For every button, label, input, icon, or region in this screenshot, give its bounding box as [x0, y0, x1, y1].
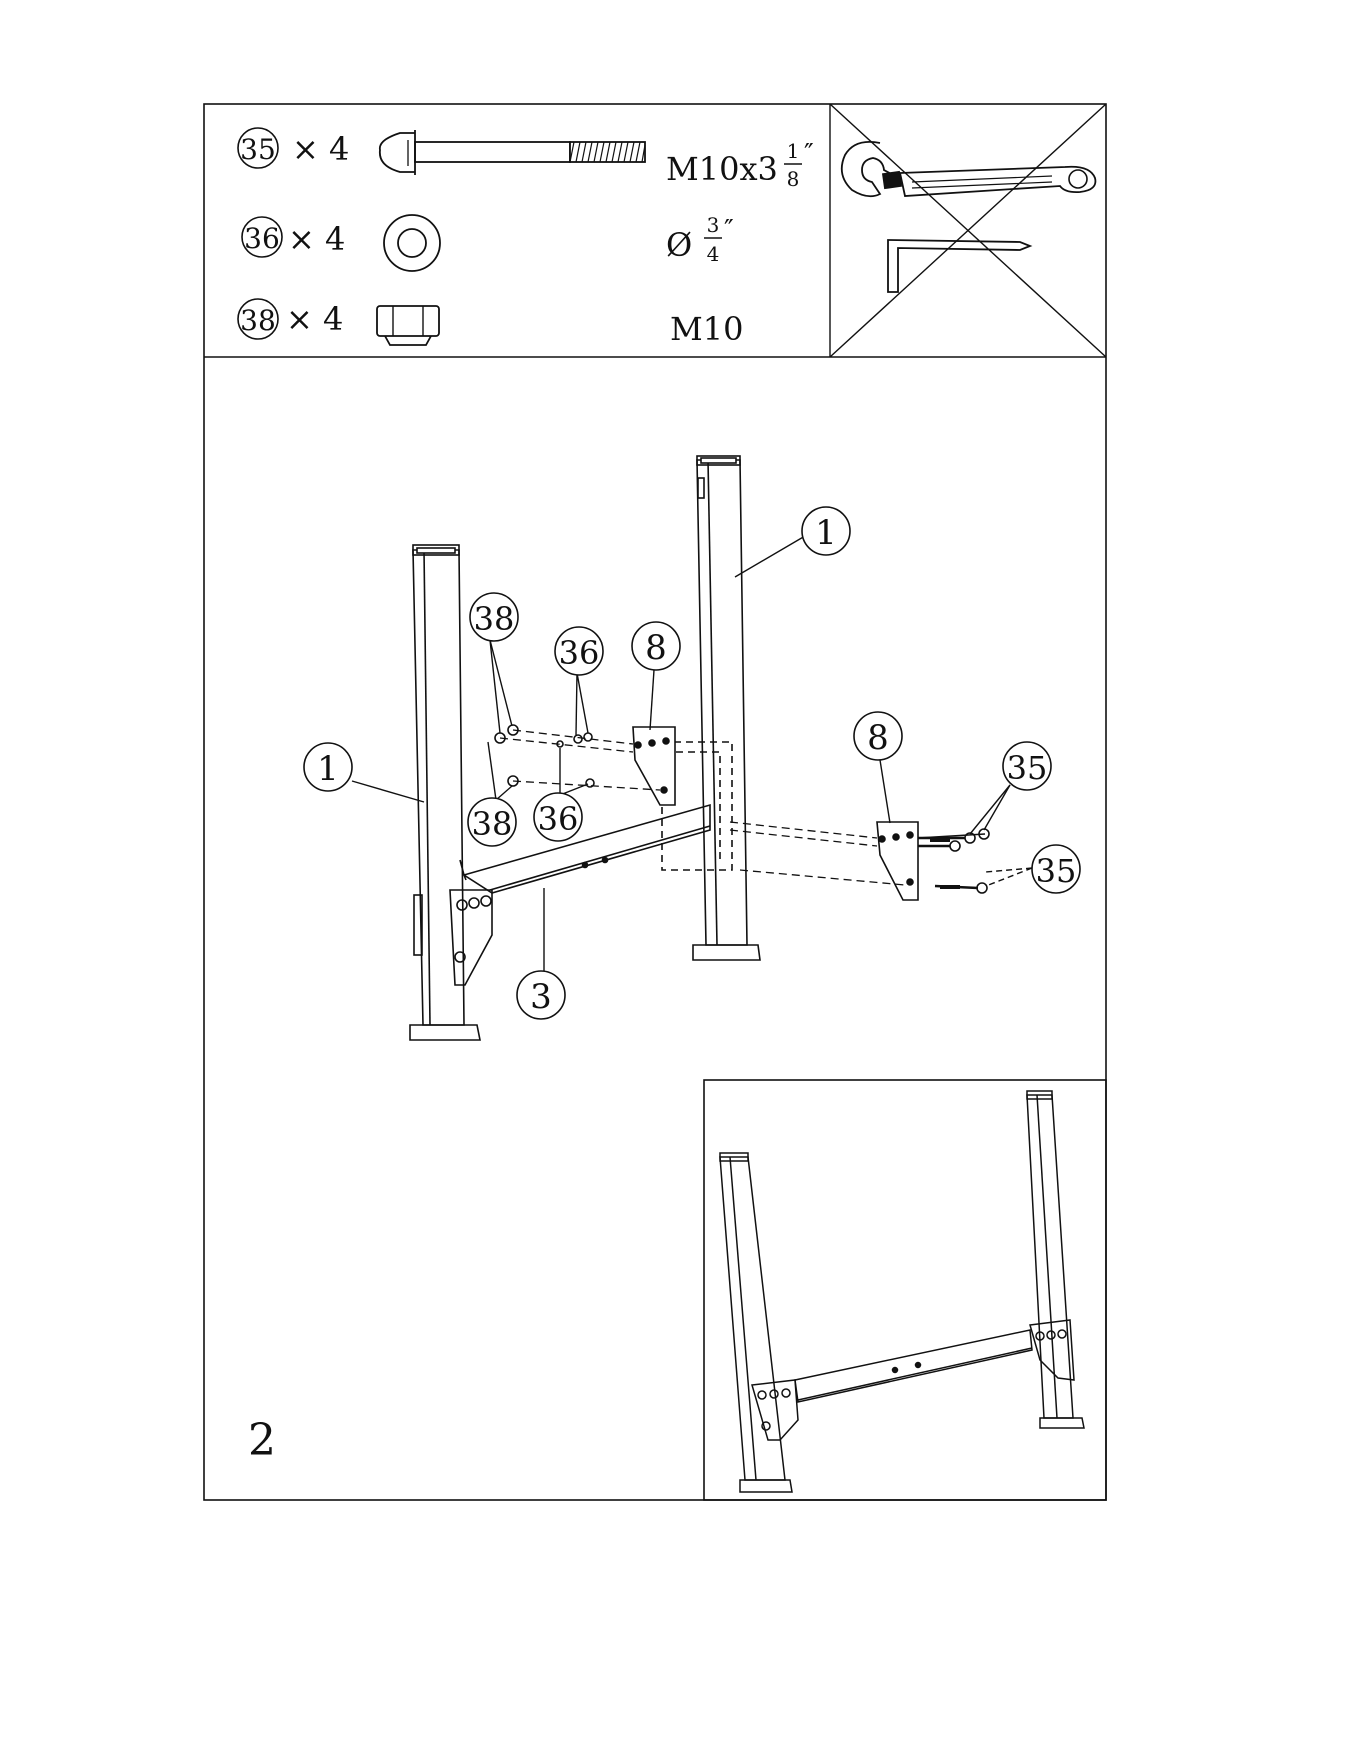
fraction-denominator: 8 [787, 167, 800, 191]
svg-text:35: 35 [1007, 749, 1048, 787]
callout-bracket-right: 8 [854, 712, 902, 823]
quantity: × 4 [292, 130, 349, 168]
svg-text:1: 1 [317, 749, 339, 789]
part-number: 38 [240, 304, 276, 337]
callout-bracket-left: 8 [632, 622, 680, 730]
svg-text:38: 38 [474, 600, 515, 638]
svg-text:8: 8 [867, 718, 889, 758]
svg-text:36: 36 [559, 634, 600, 672]
spec: M10x3 [666, 150, 778, 188]
carriage-bolt-icon [380, 130, 645, 175]
hardware-row-36: 36 × 4 Ø 3 4 ″ [242, 213, 734, 271]
fraction-numerator: 1 [787, 139, 800, 163]
callout-nut-top: 38 [470, 593, 518, 733]
washer-icon [384, 215, 440, 271]
callout-washer-top: 36 [555, 627, 603, 735]
left-corner-bracket [450, 890, 492, 985]
step-number: 2 [248, 1415, 276, 1466]
right-upright-tube [693, 456, 760, 960]
callout-bolt-top: 35 [970, 742, 1051, 834]
callout-bolt-bottom: 35 [986, 845, 1080, 893]
tools-box [830, 104, 1106, 357]
unit: ″ [804, 139, 814, 169]
spec: M10 [670, 310, 743, 348]
svg-text:1: 1 [815, 513, 837, 553]
unit: ″ [724, 215, 734, 245]
callout-nut-bottom: 38 [468, 742, 516, 846]
svg-text:3: 3 [530, 977, 552, 1017]
svg-text:8: 8 [645, 628, 667, 668]
hardware-row-35: 35 × 4 M10x3 1 8 ″ [238, 128, 814, 191]
svg-text:36: 36 [538, 800, 579, 838]
callout-upright-right: 1 [735, 507, 850, 577]
callout-crossbar: 3 [517, 888, 565, 1019]
part-number: 36 [244, 222, 280, 255]
callout-washer-bottom: 36 [534, 748, 588, 841]
bracket-plate-left [633, 727, 675, 805]
callout-upright-left: 1 [304, 743, 424, 802]
spec: Ø [666, 226, 692, 264]
bracket-plate-right [877, 822, 918, 900]
svg-text:38: 38 [472, 805, 513, 843]
exploded-assembly-view [410, 456, 989, 1040]
carriage-bolts [918, 829, 989, 893]
part-number: 35 [240, 133, 276, 166]
quantity: × 4 [288, 220, 345, 258]
completed-view-inset [704, 1080, 1106, 1500]
fraction-numerator: 3 [707, 213, 720, 237]
completed-frame-drawing [720, 1091, 1084, 1492]
svg-text:35: 35 [1036, 852, 1077, 890]
quantity: × 4 [286, 300, 343, 338]
hardware-row-38: 38 × 4 M10 [238, 299, 743, 348]
fraction-denominator: 4 [707, 242, 720, 266]
nut-icon [377, 306, 439, 345]
